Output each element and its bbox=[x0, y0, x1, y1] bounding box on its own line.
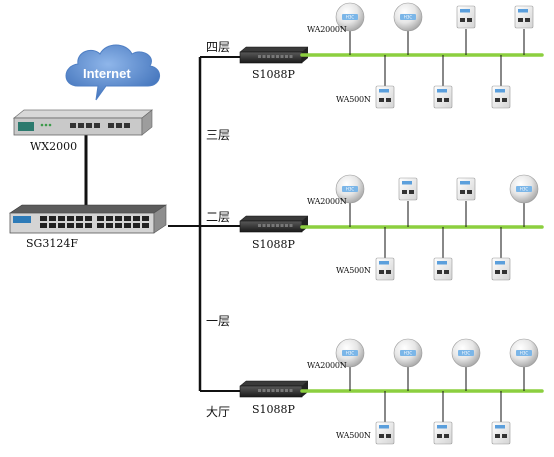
ceiling-ap-icon: H3C bbox=[335, 2, 365, 32]
ceiling-ap-icon: H3C bbox=[335, 174, 365, 204]
cloud-label: Internet bbox=[83, 66, 131, 81]
floor-label-hall: 大厅 bbox=[206, 405, 231, 419]
panel-ap-icon bbox=[491, 257, 511, 281]
panel-ap-icon bbox=[375, 85, 395, 109]
floor-group: H3C H3C bbox=[239, 2, 544, 109]
access-switch-label-hall: S1088P bbox=[252, 403, 295, 416]
panel-ap-icon bbox=[375, 421, 395, 445]
floor-label-1: 一层 bbox=[206, 314, 231, 328]
floor-label-2: 二层 bbox=[206, 210, 231, 224]
panel-ap-icon bbox=[375, 257, 395, 281]
access-switch-icon bbox=[239, 215, 309, 233]
floor-group: H3C H3C H3C H3C bbox=[239, 338, 544, 445]
panel-ap-icon bbox=[456, 177, 476, 201]
ap-top-label-4: WA2000N bbox=[307, 25, 347, 34]
access-switch-label-4: S1088P bbox=[252, 68, 295, 81]
panel-ap-icon bbox=[433, 421, 453, 445]
panel-ap-icon bbox=[398, 177, 418, 201]
svg-text:H3C: H3C bbox=[462, 351, 471, 356]
ap-top-label-2: WA2000N bbox=[307, 197, 347, 206]
ceiling-ap-icon: H3C bbox=[393, 2, 423, 32]
panel-ap-icon bbox=[491, 421, 511, 445]
svg-text:H3C: H3C bbox=[404, 351, 413, 356]
core-switch-label: SG3124F bbox=[26, 237, 78, 250]
svg-text:H3C: H3C bbox=[346, 15, 355, 20]
ceiling-ap-icon: H3C bbox=[393, 338, 423, 368]
ceiling-ap-icon: H3C bbox=[509, 338, 539, 368]
svg-text:H3C: H3C bbox=[346, 187, 355, 192]
access-switch-icon bbox=[239, 46, 309, 64]
access-switch-icon bbox=[239, 380, 309, 398]
panel-ap-icon bbox=[514, 5, 534, 29]
svg-text:H3C: H3C bbox=[520, 187, 529, 192]
floor-group: H3C H3C bbox=[239, 174, 544, 281]
svg-text:H3C: H3C bbox=[346, 351, 355, 356]
panel-ap-icon bbox=[456, 5, 476, 29]
svg-text:H3C: H3C bbox=[404, 15, 413, 20]
router-label: WX2000 bbox=[30, 140, 78, 153]
ap-bottom-label-4: WA500N bbox=[336, 95, 371, 104]
floor-label-3: 三层 bbox=[206, 128, 231, 142]
panel-ap-icon bbox=[433, 85, 453, 109]
panel-ap-icon bbox=[433, 257, 453, 281]
ceiling-ap-icon: H3C bbox=[335, 338, 365, 368]
floor-label-4: 四层 bbox=[206, 40, 231, 54]
panel-ap-icon bbox=[491, 85, 511, 109]
access-switch-label-2: S1088P bbox=[252, 238, 295, 251]
svg-text:H3C: H3C bbox=[520, 351, 529, 356]
ap-top-label-hall: WA2000N bbox=[307, 361, 347, 370]
ceiling-ap-icon: H3C bbox=[451, 338, 481, 368]
ceiling-ap-icon: H3C bbox=[509, 174, 539, 204]
router-icon bbox=[12, 109, 154, 136]
ap-bottom-label-hall: WA500N bbox=[336, 431, 371, 440]
core-switch-icon bbox=[9, 204, 167, 234]
ap-bottom-label-2: WA500N bbox=[336, 266, 371, 275]
cloud-icon bbox=[65, 44, 160, 101]
